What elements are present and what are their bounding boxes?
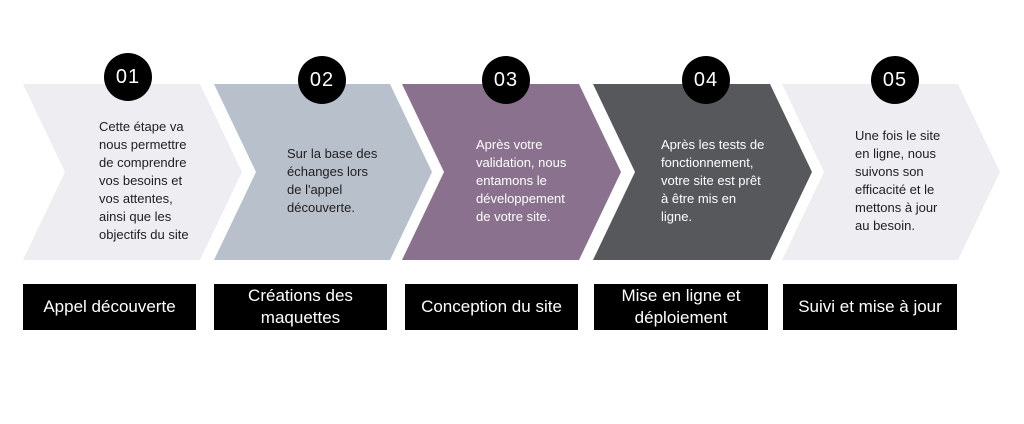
step-4-title: Mise en ligne et déploiement [594,284,768,330]
chevron-step-4 [593,84,812,260]
step-5-number: 05 [871,56,919,104]
step-1-description: Cette étape va nous permettre de compren… [99,119,189,242]
chevron-step-5 [782,84,1000,260]
step-3-description: Après votre validation, nous entamons le… [476,137,567,224]
chevron-step-1 [23,84,242,260]
step-3-title: Conception du site [405,284,578,330]
chevron-step-3 [402,84,621,260]
step-2-number: 02 [298,56,346,104]
step-4-description: Après les tests de fonctionnement, votre… [661,137,765,224]
chevron-step-2 [214,84,432,260]
step-1-number: 01 [104,53,152,101]
step-2-description: Sur la base des échanges lors de l'appel… [287,146,378,215]
step-1-title: Appel découverte [23,284,196,330]
step-5-description: Une fois le site en ligne, nous suivons … [855,128,941,233]
step-3-number: 03 [482,56,530,104]
step-5-title: Suivi et mise à jour [783,284,957,330]
step-2-title: Créations des maquettes [214,284,387,330]
step-4-number: 04 [682,56,730,104]
